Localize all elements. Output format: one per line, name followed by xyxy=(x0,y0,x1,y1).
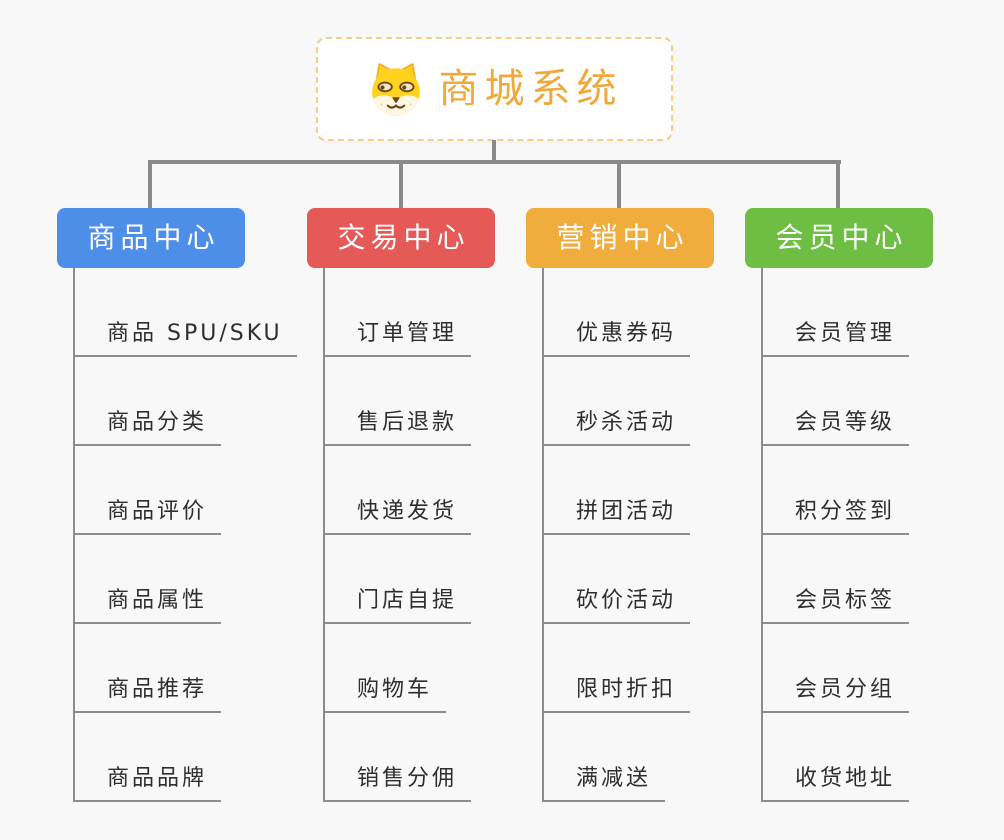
branch-label: 营销中心 xyxy=(556,221,689,254)
branch-column-member: 会员中心 会员管理 会员等级 积分签到 会员标签 会员分组 收货地址 xyxy=(745,208,1004,840)
connector-horizontal xyxy=(148,160,841,164)
child-node[interactable]: 砍价活动 xyxy=(542,582,691,624)
child-node[interactable]: 满减送 xyxy=(542,760,666,802)
child-node[interactable]: 会员管理 xyxy=(761,315,910,357)
branch-label: 会员中心 xyxy=(775,221,908,254)
branch-column-trade: 交易中心 订单管理 售后退款 快递发货 门店自提 购物车 销售分佣 xyxy=(307,208,567,840)
child-node[interactable]: 商品品牌 xyxy=(73,760,222,802)
child-node[interactable]: 秒杀活动 xyxy=(542,404,691,446)
branch-label: 商品中心 xyxy=(87,221,220,254)
child-node[interactable]: 购物车 xyxy=(323,671,447,713)
child-node[interactable]: 限时折扣 xyxy=(542,671,691,713)
root-node[interactable]: 商城系统 xyxy=(316,37,673,141)
child-node[interactable]: 会员分组 xyxy=(761,671,910,713)
child-node[interactable]: 拼团活动 xyxy=(542,493,691,535)
root-title: 商城系统 xyxy=(438,66,623,112)
child-node[interactable]: 商品 SPU/SKU xyxy=(73,315,297,357)
branch-node-product-center[interactable]: 商品中心 xyxy=(57,208,245,268)
child-node[interactable]: 快递发货 xyxy=(323,493,472,535)
branch-node-trade-center[interactable]: 交易中心 xyxy=(307,208,495,268)
child-node[interactable]: 售后退款 xyxy=(323,404,472,446)
child-node[interactable]: 优惠券码 xyxy=(542,315,691,357)
branch-column-marketing: 营销中心 优惠券码 秒杀活动 拼团活动 砍价活动 限时折扣 满减送 xyxy=(526,208,786,840)
branch-node-member-center[interactable]: 会员中心 xyxy=(745,208,933,268)
child-node[interactable]: 会员等级 xyxy=(761,404,910,446)
child-node[interactable]: 商品评价 xyxy=(73,493,222,535)
child-node[interactable]: 商品推荐 xyxy=(73,671,222,713)
shiba-dog-icon xyxy=(371,63,420,116)
child-node[interactable]: 商品属性 xyxy=(73,582,222,624)
child-node[interactable]: 销售分佣 xyxy=(323,760,472,802)
branch-label: 交易中心 xyxy=(337,221,470,254)
child-node[interactable]: 收货地址 xyxy=(761,760,910,802)
connector-drop-4 xyxy=(836,160,840,208)
child-node[interactable]: 商品分类 xyxy=(73,404,222,446)
child-node[interactable]: 积分签到 xyxy=(761,493,910,535)
child-node[interactable]: 会员标签 xyxy=(761,582,910,624)
branch-node-marketing-center[interactable]: 营销中心 xyxy=(526,208,714,268)
branch-column-product: 商品中心 商品 SPU/SKU 商品分类 商品评价 商品属性 商品推荐 商品品牌 xyxy=(57,208,317,840)
child-node[interactable]: 门店自提 xyxy=(323,582,472,624)
child-node[interactable]: 订单管理 xyxy=(323,315,472,357)
connector-root-stem xyxy=(492,140,496,164)
connector-drop-3 xyxy=(617,160,621,208)
connector-drop-1 xyxy=(148,160,152,208)
connector-drop-2 xyxy=(399,160,403,208)
